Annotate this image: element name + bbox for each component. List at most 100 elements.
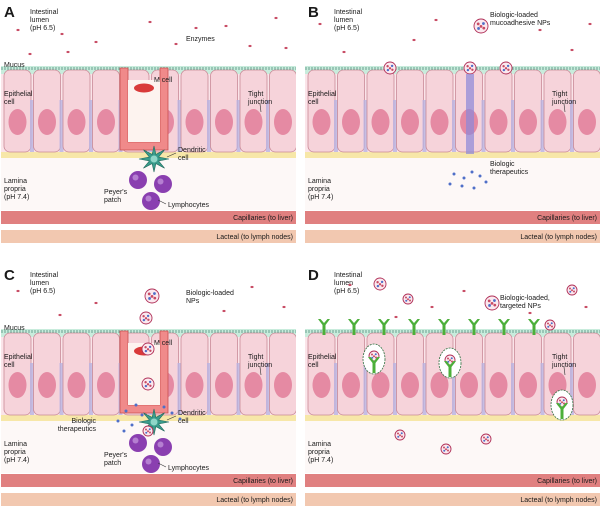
enzyme-icon bbox=[60, 32, 64, 36]
capillary-vessel bbox=[0, 211, 297, 224]
np-payload-dot bbox=[549, 324, 551, 327]
tight-junction-label-line: Tight bbox=[248, 354, 263, 361]
lumen-label-line: (pH 6.5) bbox=[30, 288, 55, 295]
dendritic-cell-label-line: cell bbox=[178, 155, 189, 162]
np-payload-dot bbox=[371, 356, 374, 359]
np-payload-dot bbox=[572, 287, 575, 290]
lumen-label-line: (pH 6.5) bbox=[334, 288, 359, 295]
leader-line bbox=[563, 103, 566, 113]
receptor-icon bbox=[378, 319, 390, 335]
lumen-label-line: (pH 6.5) bbox=[30, 25, 55, 32]
panel-frame bbox=[0, 0, 297, 251]
enzymes-label: Enzymes bbox=[186, 36, 215, 43]
cell-nucleus bbox=[371, 372, 390, 398]
panel-frame bbox=[0, 263, 297, 514]
paracellular-space bbox=[511, 100, 515, 152]
enzyme-icon bbox=[528, 311, 532, 315]
capillaries-label: Capillaries (to liver) bbox=[233, 478, 293, 485]
np-payload-dot bbox=[507, 68, 510, 72]
np-payload-dot bbox=[378, 283, 382, 286]
np-payload-dot bbox=[559, 402, 562, 405]
panel-frame bbox=[304, 263, 601, 514]
cell-nucleus bbox=[371, 109, 390, 135]
np-payload-dot bbox=[153, 292, 156, 295]
np-payload-dot bbox=[144, 349, 148, 353]
enzyme-icon bbox=[148, 20, 152, 24]
enzyme-icon bbox=[66, 50, 70, 54]
np-payload-dot bbox=[470, 64, 474, 68]
np-payload-dot bbox=[563, 402, 565, 405]
lymphocytes-label: Lymphocytes bbox=[168, 202, 209, 209]
enzyme-icon bbox=[588, 22, 592, 26]
enzyme-icon bbox=[94, 40, 98, 44]
np-payload-dot bbox=[443, 446, 445, 449]
paracellular-space bbox=[540, 363, 545, 415]
enzyme-icon bbox=[412, 38, 416, 42]
lumen-label-line: Intestinal bbox=[334, 9, 362, 16]
receptor-stem bbox=[448, 367, 452, 377]
np-payload-dot bbox=[146, 383, 150, 386]
np-payload-dot bbox=[451, 360, 453, 363]
receptor-icon bbox=[528, 319, 540, 335]
enzyme-icon bbox=[250, 285, 254, 289]
paracellular-space bbox=[393, 100, 397, 152]
np-payload-dot bbox=[376, 281, 379, 284]
m-cell-nucleus bbox=[134, 83, 154, 93]
lamina-propria-label-line: (pH 7.4) bbox=[308, 194, 333, 201]
epithelial-cell-label-line: cell bbox=[308, 362, 319, 369]
receptor-icon bbox=[498, 319, 510, 335]
np-payload-dot bbox=[490, 301, 494, 305]
enzyme-icon bbox=[434, 18, 438, 22]
np-payload-dot bbox=[573, 290, 575, 293]
lacteal-vessel bbox=[304, 230, 601, 243]
nanoparticle-icon bbox=[373, 277, 387, 291]
lamina-propria-label-line: (pH 7.4) bbox=[4, 194, 29, 201]
leader-line bbox=[166, 415, 177, 421]
paracellular-space bbox=[334, 100, 338, 152]
np-payload-dot bbox=[493, 303, 497, 307]
np-payload-dot bbox=[149, 349, 152, 352]
np-payload-dot bbox=[471, 68, 474, 72]
mucus-label: Mucus bbox=[4, 325, 25, 332]
lumen-label-line: (pH 6.5) bbox=[334, 25, 359, 32]
enzyme-icon bbox=[570, 48, 574, 52]
receptor-stem bbox=[532, 325, 536, 335]
cell-nucleus bbox=[8, 372, 27, 398]
receptor-icon bbox=[444, 361, 456, 377]
receptor-icon bbox=[318, 319, 330, 335]
lymphocyte-highlight bbox=[132, 174, 139, 181]
np-payload-dot bbox=[551, 325, 553, 328]
cell-nucleus bbox=[97, 372, 115, 398]
dendritic-cell-label-line: Dendritic bbox=[178, 147, 206, 154]
receptor-stem bbox=[560, 409, 564, 419]
paracellular-space bbox=[207, 100, 211, 152]
nanoparticle-icon bbox=[141, 342, 155, 356]
biologic-drug-icon bbox=[140, 413, 144, 417]
np-payload-dot bbox=[150, 294, 154, 298]
enzyme-icon bbox=[194, 26, 198, 30]
paracellular-space bbox=[334, 363, 338, 415]
np-payload-dot bbox=[142, 315, 145, 318]
enzyme-icon bbox=[430, 305, 434, 309]
receptor-icon bbox=[348, 319, 360, 335]
lumen-label-line: lumen bbox=[30, 17, 49, 24]
paracellular-space bbox=[452, 100, 456, 152]
cell-nucleus bbox=[97, 109, 115, 135]
lamina-propria-label-line: Lamina bbox=[308, 441, 331, 448]
receptor-arms bbox=[498, 319, 510, 325]
lacteal-vessel bbox=[304, 493, 601, 506]
np-payload-dot bbox=[466, 65, 469, 68]
biologic-drug-icon bbox=[130, 423, 134, 427]
receptor-stem bbox=[372, 363, 376, 373]
np-payload-dot bbox=[381, 284, 384, 287]
enzyme-icon bbox=[282, 305, 286, 309]
np-payload-dot bbox=[450, 357, 453, 360]
np-label-line: NPs bbox=[186, 298, 200, 305]
receptor-stem bbox=[382, 325, 386, 335]
lamina-propria-label-line: Lamina bbox=[308, 178, 331, 185]
biologic-drug-icon bbox=[478, 174, 482, 178]
cell-nucleus bbox=[67, 372, 86, 398]
